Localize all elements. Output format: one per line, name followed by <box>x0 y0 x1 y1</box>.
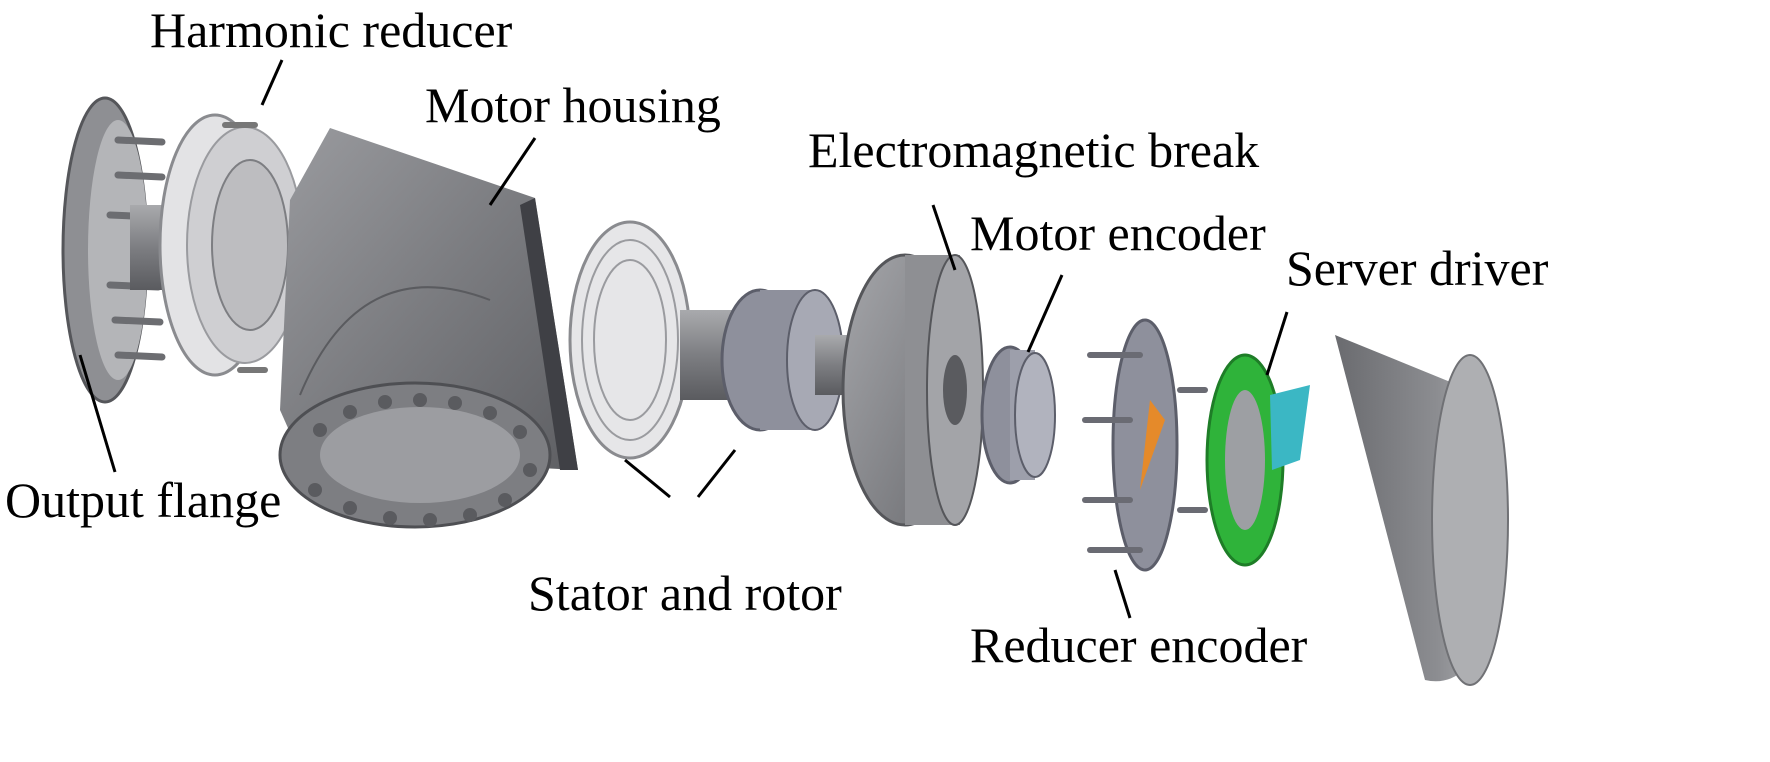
leader-stator <box>624 458 671 499</box>
leader-reducer-encoder <box>1113 569 1132 619</box>
stator-rotor-part <box>568 220 885 460</box>
reducer-encoder-part <box>1082 318 1208 572</box>
label-motor-housing: Motor housing <box>425 77 721 133</box>
leader-harmonic-reducer <box>260 59 284 106</box>
label-motor-encoder: Motor encoder <box>970 205 1266 261</box>
leader-server-driver <box>1265 311 1289 376</box>
harmonic-reducer-part <box>158 113 304 377</box>
electromagnetic-break-part <box>841 253 984 527</box>
motor-encoder-part <box>980 345 1056 485</box>
label-stator-and-rotor: Stator and rotor <box>528 565 842 621</box>
label-server-driver: Server driver <box>1286 240 1549 296</box>
leader-motor-housing <box>488 137 537 206</box>
label-reducer-encoder: Reducer encoder <box>970 617 1308 673</box>
server-driver-part <box>1205 353 1310 567</box>
leader-lines <box>78 59 1289 619</box>
motor-housing-part <box>278 128 578 529</box>
leader-rotor <box>696 449 737 498</box>
label-electromagnetic-break: Electromagnetic break <box>808 122 1260 178</box>
leader-electromagnetic-break <box>931 204 957 271</box>
label-output-flange: Output flange <box>5 472 282 528</box>
end-cap-part <box>1335 335 1509 686</box>
leader-output-flange <box>78 354 117 473</box>
leader-motor-encoder <box>1026 274 1064 353</box>
label-harmonic-reducer: Harmonic reducer <box>150 2 513 58</box>
